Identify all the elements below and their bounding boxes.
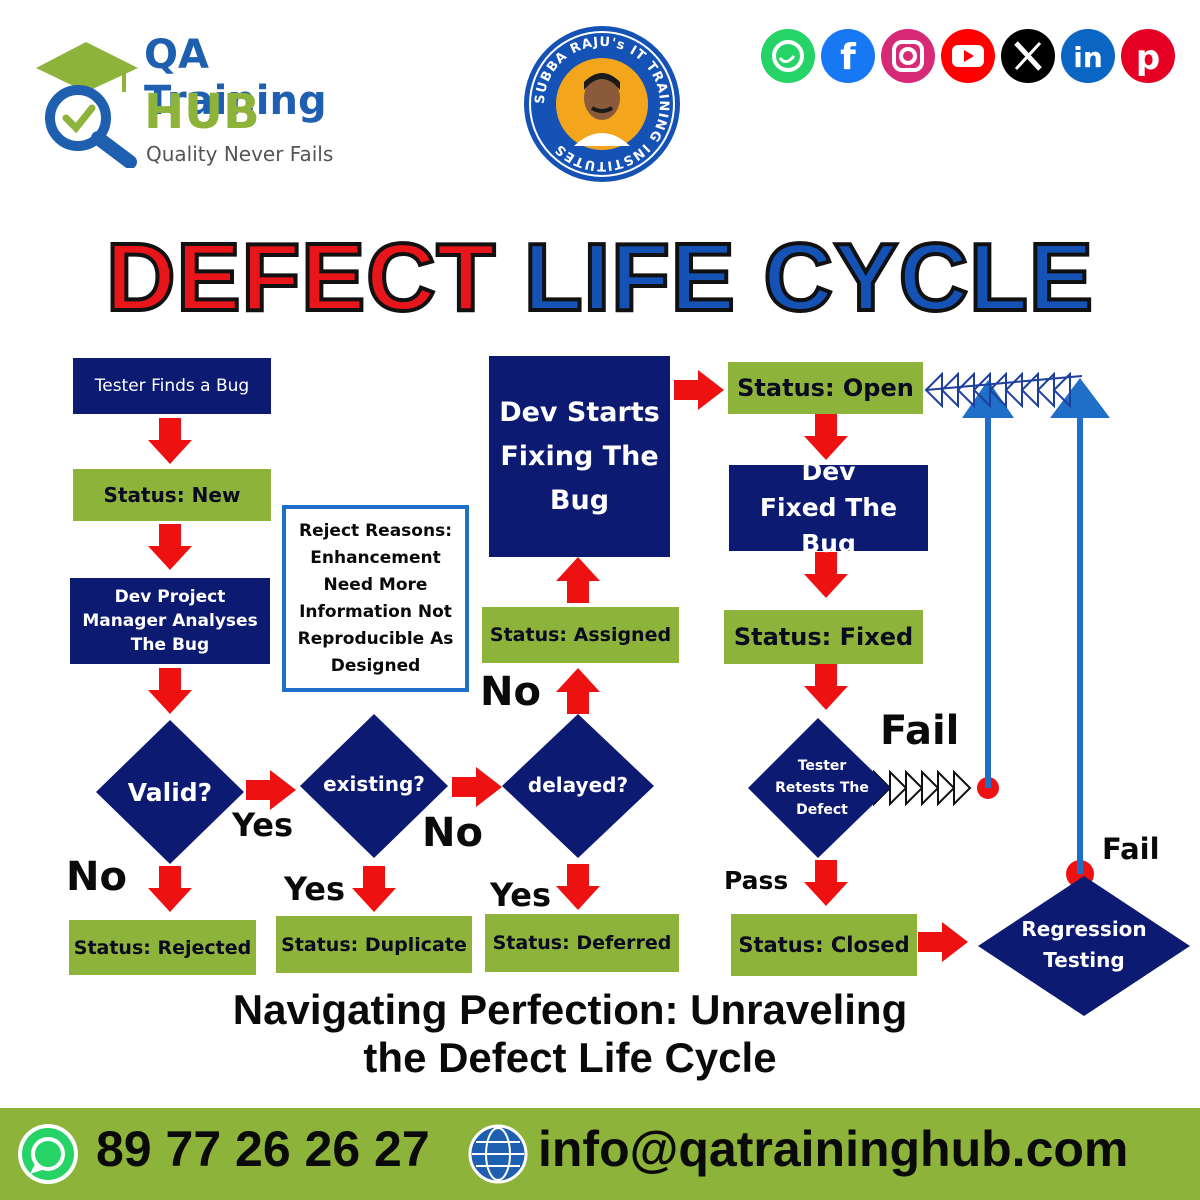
arrow-finds-to-new [148, 418, 192, 464]
globe-icon [468, 1124, 528, 1184]
node-pm-analyses: Dev Project Manager Analyses The Bug [70, 578, 270, 664]
whatsapp-icon[interactable] [761, 29, 815, 83]
regression-diamond [978, 876, 1190, 1016]
node-tester-finds: Tester Finds a Bug [73, 358, 271, 414]
arrow-analyses-to-valid [148, 668, 192, 714]
facebook-icon[interactable]: f [821, 29, 875, 83]
footer-phone[interactable]: 89 77 26 26 27 [96, 1121, 430, 1177]
title-word-defect: DEFECT [104, 222, 497, 333]
magnifier-check-icon [36, 42, 138, 168]
node-status-duplicate: Status: Duplicate [276, 916, 472, 973]
arrow-fixed-to-retest [804, 664, 848, 710]
brand-logo: QA Training HUB Quality Never Fails [26, 28, 376, 173]
footer-email[interactable]: info@qatraininghub.com [538, 1121, 1129, 1177]
label-delayed-yes: Yes [490, 876, 551, 914]
arrow-retest-to-closed [804, 860, 848, 906]
node-status-new: Status: New [73, 469, 271, 521]
delayed-diamond [502, 714, 654, 858]
node-existing: existing? [323, 772, 425, 796]
arrow-valid-to-rejected [148, 866, 192, 912]
valid-diamond [96, 720, 244, 864]
svg-text:f: f [840, 37, 856, 78]
reject-reasons-box: Reject Reasons: Enhancement Need More In… [282, 505, 469, 692]
arrow-devstarts-to-open [674, 370, 724, 410]
arrow-delayed-to-assigned [556, 668, 600, 714]
instagram-icon[interactable] [881, 29, 935, 83]
node-tester-retests: Tester Retests The Defect [775, 758, 869, 818]
page-title: DEFECT LIFE CYCLE [0, 218, 1200, 338]
brand-name-line1: QA Training [144, 32, 327, 124]
arrow-existing-to-delayed [452, 767, 502, 807]
title-word-lifecycle: LIFE CYCLE [522, 222, 1095, 333]
svg-text:in: in [1073, 41, 1103, 74]
arrow-delayed-to-deferred [556, 864, 600, 910]
label-regression-fail: Fail [1102, 832, 1160, 866]
open-return-chevrons [924, 371, 1083, 409]
label-existing-yes: Yes [284, 870, 345, 908]
label-retest-pass: Pass [724, 866, 789, 895]
label-valid-yes: Yes [232, 806, 293, 844]
whatsapp-icon[interactable] [16, 1122, 80, 1186]
footer-bar: 89 77 26 26 27 info@qatraininghub.com [0, 1108, 1200, 1200]
subtitle-line1: Navigating Perfection: Unraveling [232, 986, 908, 1033]
subtitle-line2: the Defect Life Cycle [363, 1034, 777, 1081]
label-delayed-no: No [480, 669, 541, 715]
arrow-closed-to-regression [918, 922, 968, 962]
node-regression: Regression Testing [1021, 917, 1147, 972]
label-existing-no: No [422, 810, 483, 856]
brand-name-line2: HUB [144, 84, 260, 140]
svg-text:p: p [1136, 38, 1160, 78]
label-retest-fail: Fail [880, 708, 960, 754]
arrow-assigned-to-devstarts [556, 557, 600, 603]
pinterest-icon[interactable]: p [1121, 29, 1175, 83]
node-valid: Valid? [127, 777, 213, 807]
social-icons: f in p [760, 27, 1180, 85]
existing-diamond [300, 714, 448, 858]
x-icon[interactable] [1001, 29, 1055, 83]
node-dev-fixed: Dev Fixed The Bug [729, 457, 928, 558]
node-delayed: delayed? [527, 773, 629, 797]
arrow-valid-to-existing [246, 770, 296, 810]
node-status-deferred: Status: Deferred [485, 914, 679, 972]
arrow-new-to-analyses [148, 524, 192, 570]
node-dev-starts: Dev Starts Fixing The Bug [489, 356, 670, 557]
node-status-open: Status: Open [728, 362, 923, 414]
brand-tagline: Quality Never Fails [146, 142, 334, 166]
youtube-icon[interactable] [941, 29, 995, 83]
arrow-existing-to-duplicate [352, 866, 396, 912]
linkedin-icon[interactable]: in [1061, 29, 1115, 83]
subtitle: Navigating Perfection: Unraveling the De… [120, 986, 1020, 1082]
node-status-assigned: Status: Assigned [482, 607, 679, 663]
node-status-rejected: Status: Rejected [69, 920, 256, 975]
node-status-fixed: Status: Fixed [724, 610, 923, 664]
institute-seal: SUBBA RAJU's IT TRAINING INSTITUTES [522, 24, 682, 184]
node-status-closed: Status: Closed [731, 914, 917, 976]
retest-diamond [748, 718, 890, 858]
label-valid-no: No [66, 854, 127, 900]
